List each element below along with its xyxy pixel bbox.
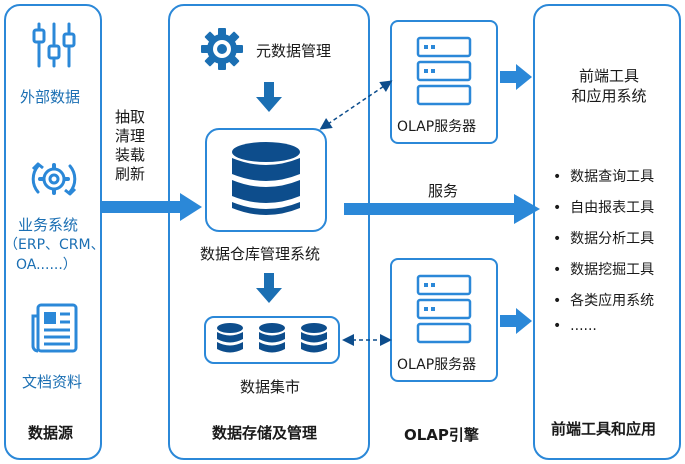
- list-item: • ......: [553, 318, 597, 334]
- dashed-link-top: [319, 80, 393, 130]
- frontend-item-mining: 数据挖掘工具: [570, 262, 655, 278]
- server-icon: [416, 36, 472, 106]
- frontend-header-line2: 和应用系统: [571, 87, 647, 105]
- server-icon: [416, 274, 472, 344]
- down-arrow-2: [256, 273, 282, 303]
- newspaper-icon: [31, 303, 78, 353]
- datamart-box: [204, 316, 340, 364]
- warehouse-label: 数据仓库管理系统: [200, 245, 321, 263]
- frontend-item-apps: 各类应用系统: [570, 293, 655, 309]
- metadata-label: 元数据管理: [256, 42, 332, 60]
- frontend-title: 前端工具和应用: [551, 420, 657, 438]
- list-item: • 数据挖掘工具: [553, 262, 655, 278]
- business-system-detail-2: OA......）: [16, 257, 77, 273]
- frontend-header: 前端工具 和应用系统: [560, 66, 658, 106]
- gear-cycle-icon: [31, 162, 77, 196]
- business-system-label: 业务系统: [18, 216, 79, 234]
- warehouse-box: [205, 128, 327, 232]
- etl-load: 装载: [115, 146, 146, 164]
- frontend-item-analysis: 数据分析工具: [570, 231, 655, 247]
- service-label: 服务: [428, 182, 459, 200]
- storage-panel: [168, 4, 370, 460]
- olap-title: OLAP引擎: [404, 426, 479, 444]
- service-arrow: [344, 194, 540, 224]
- frontend-item-query: 数据查询工具: [570, 169, 655, 185]
- data-source-title: 数据源: [28, 424, 74, 442]
- storage-title: 数据存储及管理: [212, 424, 318, 442]
- external-data-label: 外部数据: [20, 88, 81, 106]
- business-system-detail: （ERP、CRM、: [4, 237, 105, 253]
- list-item: • 数据查询工具: [553, 169, 655, 185]
- documents-label: 文档资料: [22, 373, 83, 391]
- olap-top-arrow: [500, 64, 532, 90]
- etl-label: 抽取 清理 装载 刷新: [115, 108, 145, 184]
- list-item: • 自由报表工具: [553, 200, 655, 216]
- frontend-item-report: 自由报表工具: [570, 200, 655, 216]
- list-item: • 各类应用系统: [553, 293, 655, 309]
- frontend-panel: [533, 4, 681, 460]
- frontend-header-line1: 前端工具: [578, 67, 639, 85]
- database-icon: [232, 142, 300, 215]
- olap-server-top-label: OLAP服务器: [397, 119, 477, 135]
- etl-arrow: [100, 193, 202, 221]
- sliders-icon: [32, 22, 76, 68]
- etl-extract: 抽取: [115, 108, 146, 126]
- gear-icon: [201, 28, 243, 70]
- datamart-db-1: [217, 323, 243, 353]
- down-arrow-1: [256, 82, 282, 112]
- olap-bottom-arrow: [500, 308, 532, 334]
- olap-server-bottom-box: [390, 258, 498, 382]
- olap-server-bottom-label: OLAP服务器: [397, 357, 477, 373]
- list-item: • 数据分析工具: [553, 231, 655, 247]
- datamart-db-icons: [217, 323, 327, 353]
- olap-server-top-box: [390, 20, 498, 144]
- etl-clean: 清理: [115, 127, 146, 145]
- data-source-panel: [4, 4, 102, 460]
- frontend-item-more: ......: [570, 318, 597, 334]
- etl-refresh: 刷新: [115, 165, 146, 183]
- datamart-label: 数据集市: [240, 378, 301, 396]
